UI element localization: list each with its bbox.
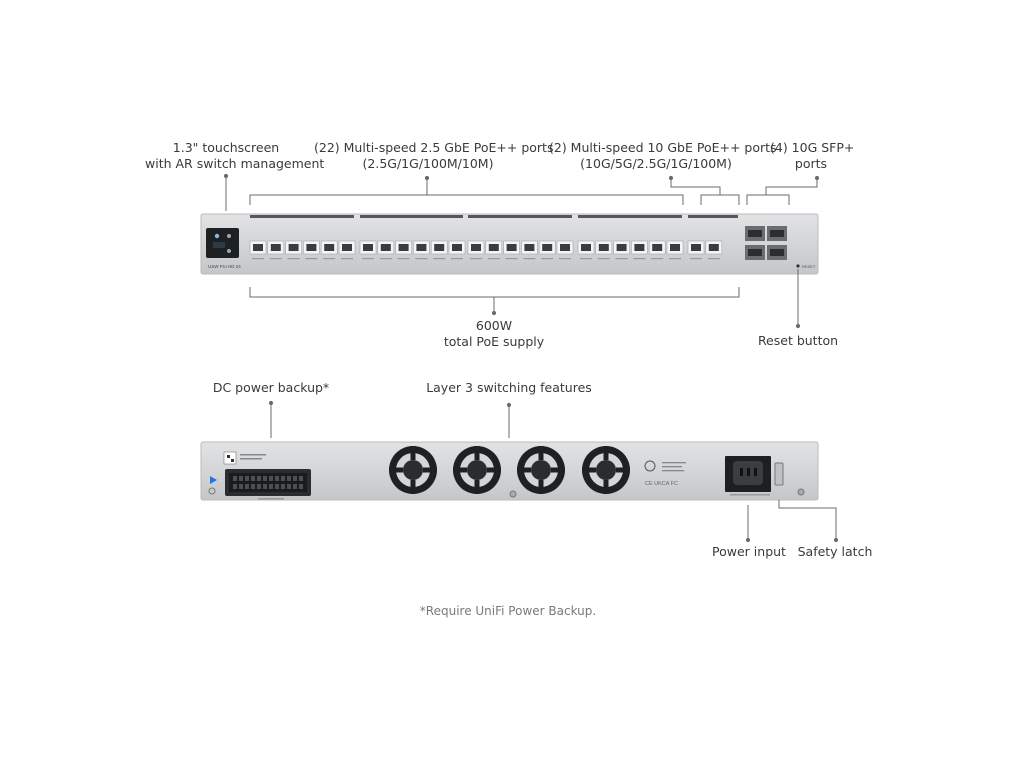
label-sfp-line2: ports bbox=[794, 156, 828, 171]
safety-latch bbox=[774, 462, 784, 486]
label-touchscreen-line2: with AR switch management bbox=[145, 156, 325, 171]
arrow-icon bbox=[210, 476, 217, 484]
cooling-fans bbox=[389, 446, 630, 494]
label-poe-line1: 600W bbox=[475, 318, 513, 333]
label-reset-button: Reset button bbox=[757, 333, 839, 348]
front-leader-lines bbox=[223, 173, 820, 329]
rear-panel: CE UKCA FC bbox=[200, 441, 819, 501]
model-label: USW Pro HD 24 bbox=[208, 264, 241, 269]
front-panel: USW Pro HD 24 RESET bbox=[200, 213, 819, 275]
rj45-ports bbox=[249, 240, 723, 260]
label-power-input: Power input bbox=[712, 544, 786, 559]
label-25g-line1: (22) Multi-speed 2.5 GbE PoE++ ports bbox=[314, 140, 554, 155]
label-10g-line2: (10G/5G/2.5G/1G/100M) bbox=[580, 156, 732, 171]
label-touchscreen-line1: 1.3" touchscreen bbox=[172, 140, 280, 155]
sfp-ports bbox=[745, 226, 787, 260]
label-layer3: Layer 3 switching features bbox=[426, 380, 592, 395]
label-sfp-ports: (4) 10G SFP+ ports bbox=[770, 140, 855, 172]
label-poe-supply: 600W total PoE supply bbox=[434, 318, 554, 350]
label-sfp-line1: (4) 10G SFP+ bbox=[770, 140, 855, 155]
label-poe-line2: total PoE supply bbox=[443, 334, 545, 349]
ubiquiti-logo-icon bbox=[644, 460, 656, 472]
label-safety-latch: Safety latch bbox=[797, 544, 873, 559]
cert-marks: CE UKCA FC bbox=[645, 481, 678, 487]
label-25g-line2: (2.5G/1G/100M/10M) bbox=[362, 156, 494, 171]
label-touchscreen: 1.3" touchscreen with AR switch manageme… bbox=[145, 140, 325, 172]
footnote: *Require UniFi Power Backup. bbox=[419, 604, 597, 618]
reset-hole bbox=[796, 264, 800, 268]
rear-leader-lines bbox=[268, 400, 839, 543]
reset-text: RESET bbox=[802, 264, 816, 269]
label-25g-ports: (22) Multi-speed 2.5 GbE PoE++ ports (2.… bbox=[314, 140, 554, 172]
label-dc-power-backup: DC power backup* bbox=[212, 380, 330, 395]
label-10g-ports: (2) Multi-speed 10 GbE PoE++ ports (10G/… bbox=[549, 140, 777, 172]
label-10g-line1: (2) Multi-speed 10 GbE PoE++ ports bbox=[549, 140, 777, 155]
